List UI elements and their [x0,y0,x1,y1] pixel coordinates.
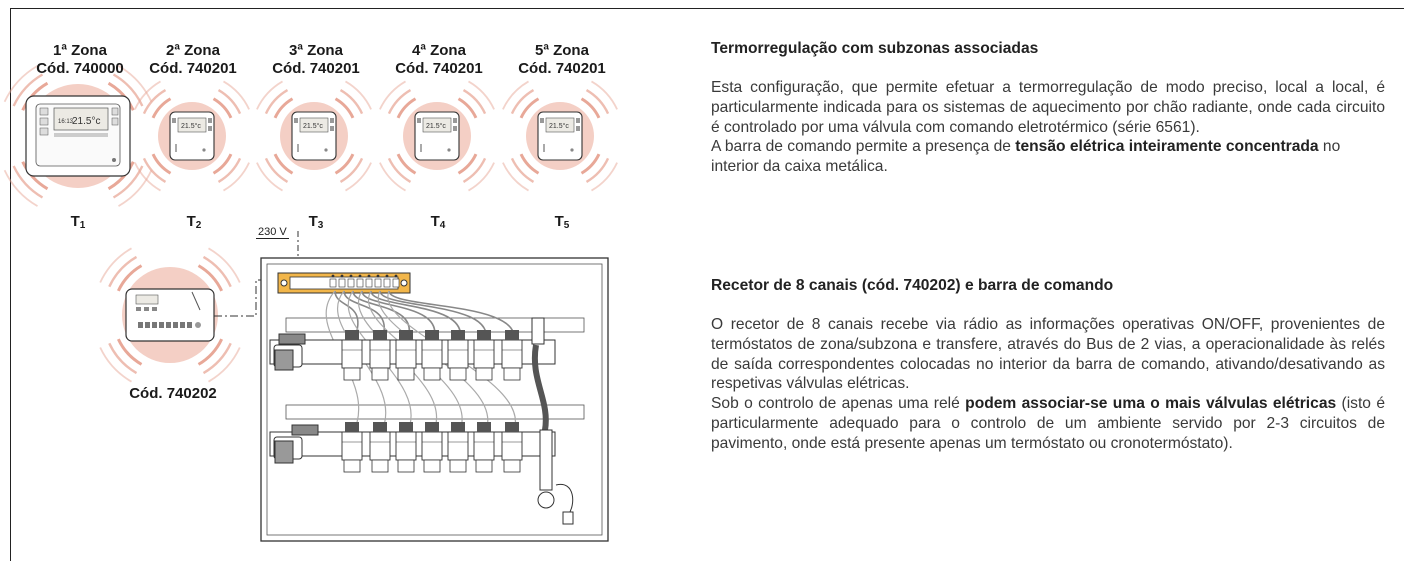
manifold-valve [395,330,417,381]
manifold-valve [447,422,469,473]
receiver-channel-led [166,322,171,328]
relay-slot [338,278,346,288]
manifold-valve [501,422,523,473]
relay-slot [365,278,373,288]
zone-display-temp: 21.5°c [303,122,323,130]
manifold-lower [269,422,556,473]
manifold-valve [341,330,363,381]
receiver-code-label: Cód. 740202 [129,385,217,402]
manifold-valve [421,422,443,473]
relay-slot [347,278,355,288]
main-display-time: 16:13 [58,119,74,125]
receiver-channel-led [138,322,143,328]
relay-slot [383,278,391,288]
metal-cabinet [260,257,609,542]
manifold-valve [473,422,495,473]
zone-thermostat-2: 21.5°c [169,111,215,161]
receiver-740202 [125,288,215,342]
section-title-termorregulacao: Termorregulação com subzonas associadas [711,40,1039,57]
voltage-label: 230 V [256,226,289,239]
command-bar [277,272,411,294]
manifold-upper [269,330,556,381]
section1-paragraph-1: Esta configuração, que permite efetuar a… [711,79,1385,136]
receiver-channel-led [152,322,157,328]
thermostat-label-5: T5 [554,213,570,231]
thermostat-label-1: T1 [70,213,86,231]
zone-thermostat-3: 21.5°c [291,111,337,161]
receiver-channel-led [145,322,150,328]
zone-display-temp: 21.5°c [426,122,446,130]
section2-paragraph-1: O recetor de 8 canais recebe via rádio a… [711,316,1385,393]
section-title-recetor: Recetor de 8 canais (cód. 740202) e barr… [711,277,1114,294]
system-diagram: 16:13 21.5°c 21.5°c 21.5°c 21.5°c 21.5°c [3,65,618,542]
manifold-valve [421,330,443,381]
manifold-valve [395,422,417,473]
manifold-valve [473,330,495,381]
manifold-valve [341,422,363,473]
thermostat-label-2: T2 [186,213,202,231]
thermostat-label-4: T4 [430,213,446,231]
manifold-valve [447,330,469,381]
receiver-channel-led [159,322,164,328]
receiver-channel-led [180,322,185,328]
relay-slot [392,278,400,288]
thermostat-label-3: T3 [308,213,324,231]
zone-thermostat-4: 21.5°c [414,111,460,161]
relay-slot [374,278,382,288]
receiver-channel-led [187,322,192,328]
zone-display-temp: 21.5°c [549,122,569,130]
frame-top-border [10,8,1404,9]
section2-paragraph-2: Sob o controlo de apenas uma relé podem … [711,395,1385,452]
receiver-channel-led [173,322,178,328]
zone-thermostat-5: 21.5°c [537,111,583,161]
manifold-valve [501,330,523,381]
main-display-temp: 21.5°c [72,116,100,127]
manifold-valve [369,422,391,473]
manifold-valve [369,330,391,381]
frame-left-border [10,8,11,561]
zone-display-temp: 21.5°c [181,122,201,130]
relay-slot [356,278,364,288]
main-thermostat: 16:13 21.5°c [25,95,131,177]
relay-slot [329,278,337,288]
section1-paragraph-2: A barra de comando permite a presença de… [711,138,1341,176]
